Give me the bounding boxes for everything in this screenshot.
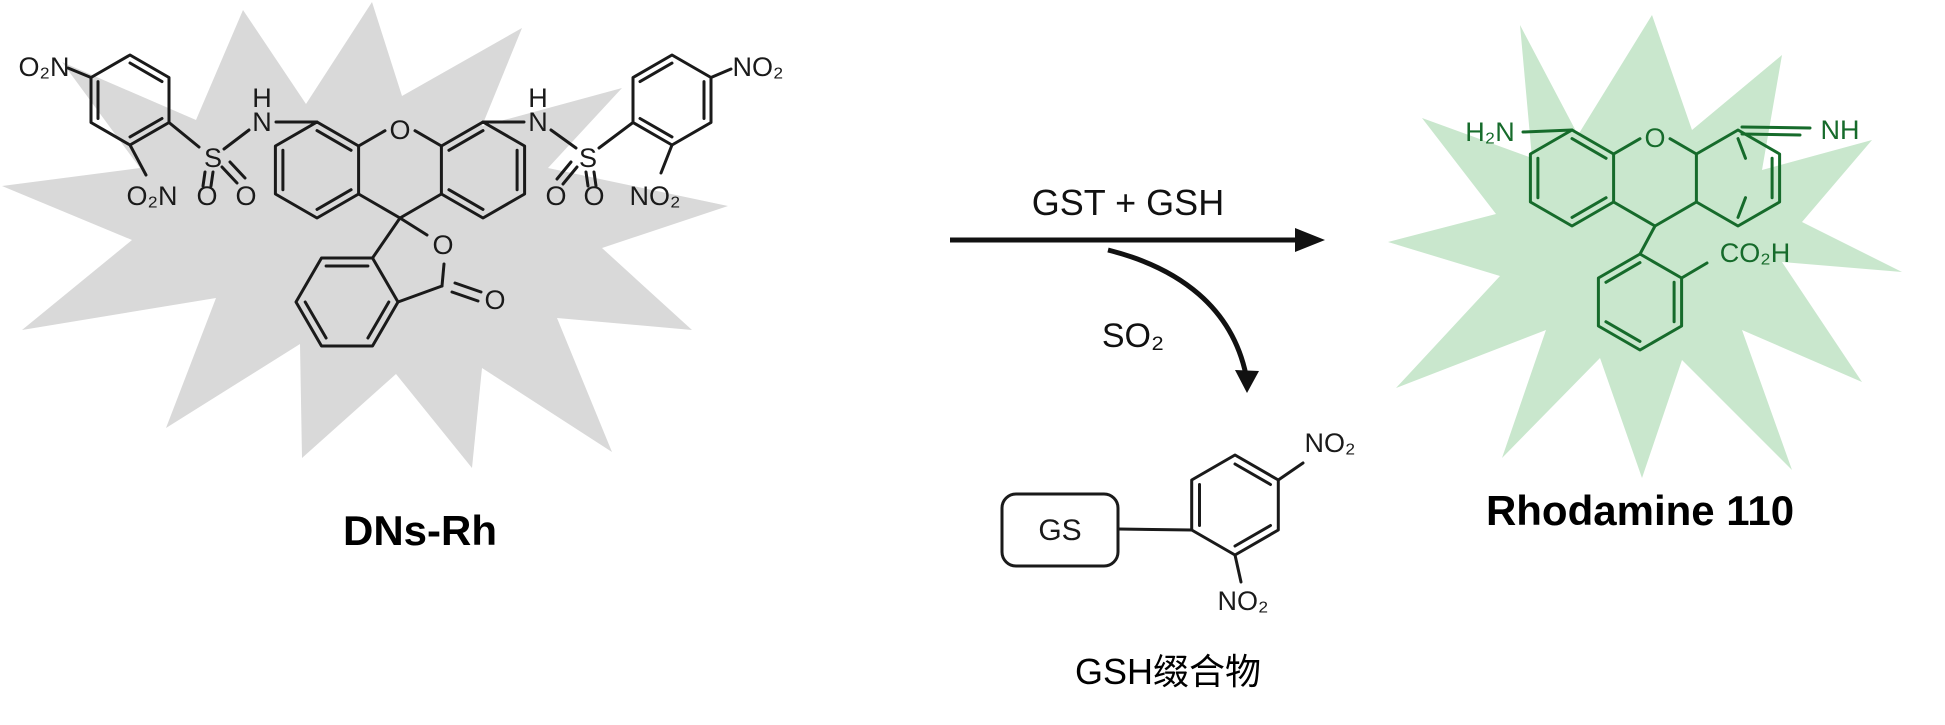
no2-label: NO₂ [1305, 428, 1356, 458]
product-name: Rhodamine 110 [1486, 487, 1794, 534]
rh-phenyl-ring [1596, 252, 1684, 352]
left-dinitrophenyl-double-bonds [96, 61, 164, 139]
arrowhead [1295, 228, 1325, 252]
h2n-label: H₂N [1465, 117, 1514, 147]
s-label: S [204, 143, 222, 173]
o-label: O [583, 181, 604, 211]
n-label: N [252, 107, 272, 137]
o-label: O [196, 181, 217, 211]
lactone-benzo-ring [294, 256, 400, 348]
h-label: H [528, 83, 548, 113]
xanthene-right-double-bonds [447, 129, 519, 211]
reaction-arrow: GST + GSH [950, 182, 1325, 252]
arrowhead [1235, 370, 1259, 393]
left-sulfonamide-bonds [66, 66, 319, 188]
rhodamine-structure [1521, 125, 1812, 352]
o2n-label: O₂N [19, 52, 70, 82]
xanthene-left-double-bonds [281, 129, 353, 211]
right-sulfonamide-bonds [481, 67, 733, 188]
byproduct-arrow: SO₂ [1102, 247, 1259, 393]
dns-rh-atom-labels: O₂N O₂N O O S H N O O O H N O O S NO₂ NO… [19, 52, 784, 315]
so2-label: SO₂ [1102, 317, 1164, 355]
dns-rh-structure [66, 53, 733, 348]
s-label: S [579, 143, 597, 173]
rh-phenyl-double-bonds [1604, 261, 1676, 343]
o-label: O [432, 230, 453, 260]
rh-right-double-bonds [1736, 137, 1774, 219]
spirolactone-bonds [371, 216, 483, 304]
o2n-label: O₂N [127, 181, 178, 211]
conjugate-ring [1190, 453, 1280, 557]
h-label: H [252, 83, 272, 113]
lactone-benzo-double-bonds [303, 264, 391, 340]
o-label: O [484, 285, 505, 315]
gs-label: GS [1038, 514, 1081, 547]
o-label: O [389, 115, 410, 145]
no2-label: NO₂ [1218, 586, 1269, 616]
reactant-name: DNs-Rh [343, 507, 497, 554]
n-label: N [528, 107, 548, 137]
rh-left-double-bonds [1536, 137, 1608, 219]
o-label: O [545, 181, 566, 211]
right-dinitrophenyl-ring [631, 53, 713, 147]
gray-starburst [2, 2, 728, 468]
rhodamine-atom-labels: H₂N O NH CO₂H [1465, 115, 1859, 268]
o-label: O [235, 181, 256, 211]
rh-substituent-bonds [1521, 125, 1812, 280]
arrow-condition-label: GST + GSH [1032, 182, 1224, 223]
no2-label: NO₂ [630, 181, 681, 211]
nh-label: NH [1821, 115, 1860, 145]
gsh-conjugate-labels: GS NO₂ NO₂ [1038, 428, 1355, 616]
conjugate-substituent-bonds [1233, 461, 1305, 584]
conjugate-double-bonds [1198, 462, 1272, 548]
o-label: O [1644, 123, 1665, 153]
no2-label: NO₂ [733, 52, 784, 82]
right-dinitrophenyl-double-bonds [638, 61, 706, 139]
gsh-conjugate-structure [1000, 453, 1305, 584]
co2h-label: CO₂H [1720, 238, 1790, 268]
conjugate-name: GSH缀合物 [1075, 651, 1261, 692]
